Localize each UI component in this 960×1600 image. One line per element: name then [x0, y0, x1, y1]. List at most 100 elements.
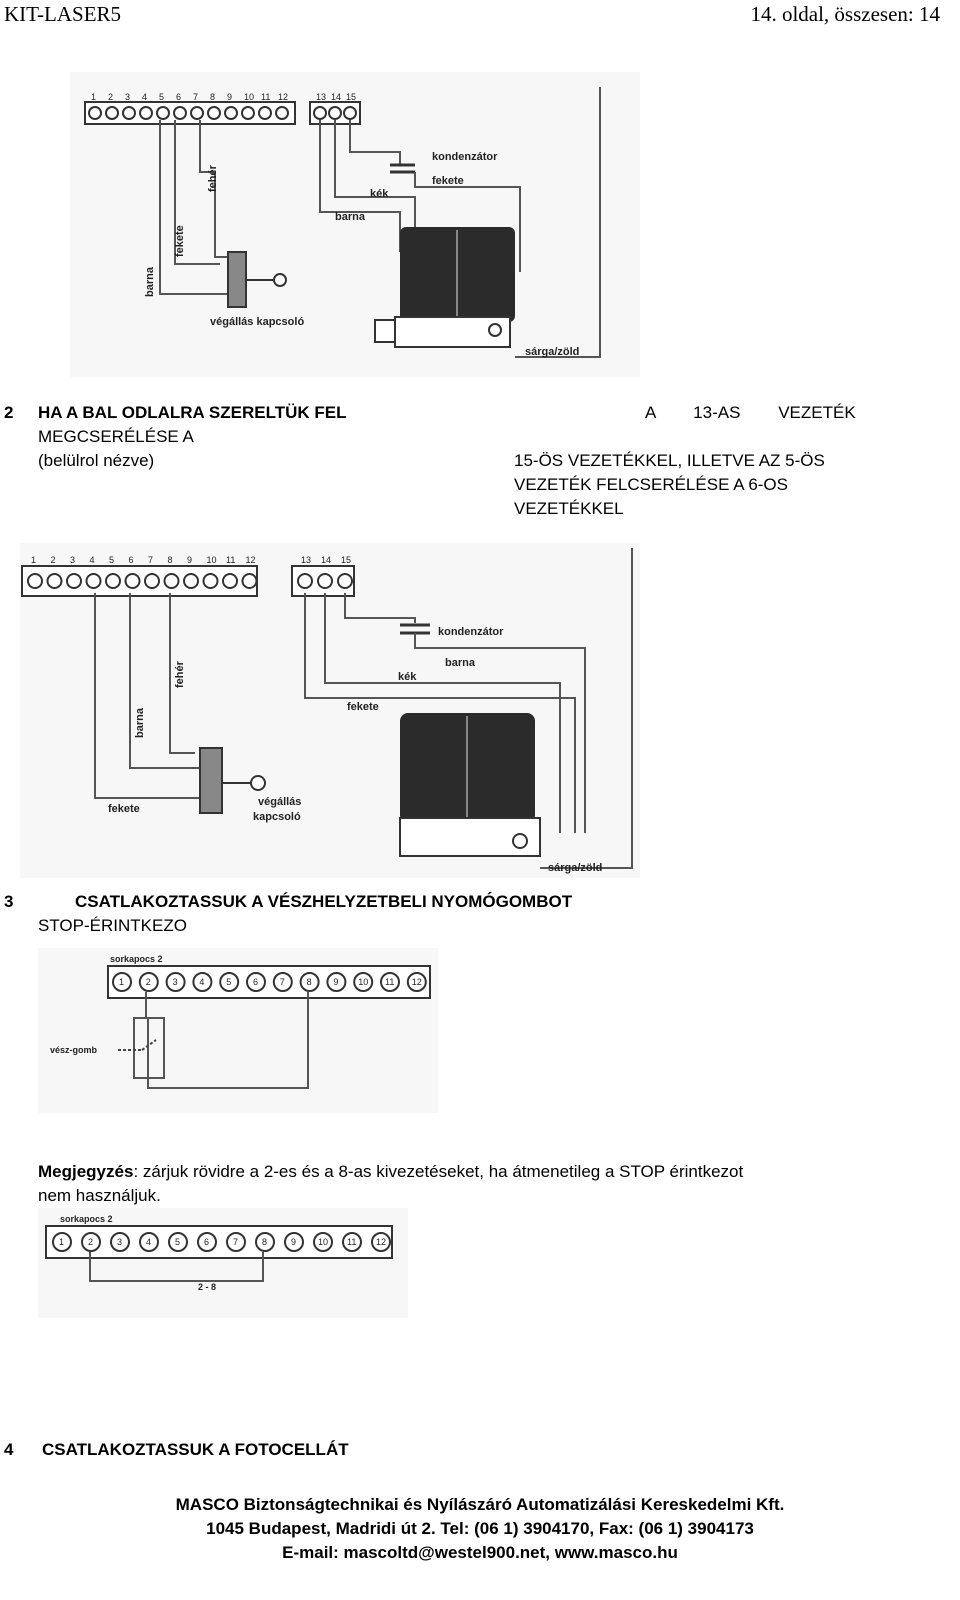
terminal-screw	[272, 972, 293, 992]
terminal-screw	[197, 1232, 217, 1252]
terminal-screw	[406, 972, 427, 992]
section-4-number: 4	[4, 1440, 14, 1459]
terminal-screw	[371, 1232, 391, 1252]
terminal-number: 5	[109, 555, 114, 565]
terminal-screw	[66, 573, 82, 589]
note-line-2: nem használjuk.	[38, 1186, 161, 1205]
terminal-number: 9	[333, 977, 338, 987]
terminal-number: 11	[226, 555, 235, 565]
page-counter: 14. oldal, összesen: 14	[750, 2, 940, 26]
section-4-title: CSATLAKOZTASSUK A FOTOCELLÁT	[42, 1440, 349, 1459]
terminal-screw	[297, 573, 313, 589]
terminal-number: 7	[280, 977, 285, 987]
terminal-screw	[226, 1232, 246, 1252]
terminal-screw	[328, 106, 342, 120]
terminal-number: 5	[159, 92, 164, 102]
terminal-screw	[81, 1232, 101, 1252]
terminal-screw	[183, 573, 199, 589]
terminal-screw	[380, 972, 400, 992]
footer-contact: E-mail: mascoltd@westel900.net, www.masc…	[282, 1543, 678, 1562]
terminal-number: 3	[173, 977, 178, 987]
terminal-screw	[27, 573, 43, 589]
terminal-number: 14	[331, 92, 341, 102]
label-kondenzator: kondenzátor	[432, 151, 498, 163]
terminal-number: 12	[412, 977, 422, 987]
terminal-screw	[241, 573, 258, 589]
terminal-number: 4	[90, 555, 95, 565]
terminal-number: 10	[244, 92, 254, 102]
terminal-screw	[275, 106, 289, 120]
footer-company: MASCO Biztonságtechnikai és Nyílászáró A…	[175, 1495, 785, 1514]
terminal-number: 3	[70, 555, 75, 565]
terminal-screw	[207, 106, 221, 120]
terminal-number: 7	[148, 555, 153, 565]
label-ground: sárga/zöld	[525, 346, 579, 358]
footer-address: 1045 Budapest, Madridi út 2. Tel: (06 1)…	[206, 1519, 754, 1538]
section-2-right-line1: A 13-AS VEZETÉK	[645, 403, 856, 422]
terminal-screw	[299, 972, 320, 992]
terminal-screw	[241, 106, 255, 120]
terminal-screw	[139, 106, 153, 120]
terminal-number: 1	[91, 92, 96, 102]
terminal-number: 5	[175, 1237, 180, 1247]
terminal-number: 12	[246, 555, 256, 565]
label-fekete-vertical: fekete	[174, 225, 186, 257]
terminal-screw	[165, 972, 186, 992]
terminal-screw	[224, 106, 238, 120]
terminal-number: 11	[347, 1237, 356, 1247]
terminal-number: 12	[278, 92, 288, 102]
terminal-screw	[144, 573, 160, 589]
label-barna: barna	[335, 211, 366, 223]
note-label: Megjegyzés	[38, 1162, 134, 1181]
limit-switch	[227, 251, 247, 308]
label-barna: barna	[445, 657, 476, 669]
terminal-number: 12	[376, 1237, 386, 1247]
terminal-number: 1	[31, 555, 36, 565]
terminal-number: 2	[88, 1237, 93, 1247]
label-fekete-bottom: fekete	[108, 803, 140, 815]
terminal-screw	[284, 1232, 304, 1252]
label-switch-2: kapcsoló	[253, 811, 301, 823]
section-3-title: CSATLAKOZTASSUK A VÉSZHELYZETBELI NYOMÓG…	[75, 892, 573, 911]
terminal-screw	[190, 106, 204, 120]
label-kondenzator: kondenzátor	[438, 626, 504, 638]
terminal-number: 11	[385, 977, 394, 987]
terminal-number: 1	[119, 977, 124, 987]
terminal-number: 15	[341, 555, 351, 565]
terminal-number: 5	[226, 977, 231, 987]
label-feher: fehér	[207, 164, 219, 192]
label-barna-vertical: barna	[134, 707, 146, 738]
label-barna-vertical: barna	[144, 266, 156, 297]
terminal-screw	[46, 573, 63, 589]
terminal-screw	[326, 972, 347, 992]
terminal-label: sorkapocs 2	[60, 1214, 113, 1224]
section-2-right-block-3: VEZETÉKKEL	[514, 499, 624, 518]
terminal-number: 15	[346, 92, 356, 102]
terminal-number: 3	[117, 1237, 122, 1247]
terminal-block	[107, 965, 431, 999]
terminal-screw	[163, 573, 180, 589]
terminal-screw	[192, 972, 213, 992]
section-2-line2: MEGCSERÉLÉSE A	[38, 427, 194, 446]
label-kek: kék	[398, 671, 417, 683]
terminal-number: 13	[316, 92, 326, 102]
terminal-number: 6	[253, 977, 258, 987]
terminal-number: 7	[193, 92, 198, 102]
terminal-number: 13	[301, 555, 311, 565]
section-2-right-block-2: VEZETÉK FELCSERÉLÉSE A 6-OS	[514, 475, 788, 494]
terminal-screw	[122, 106, 136, 120]
label-emergency-button: vész-gomb	[50, 1045, 98, 1055]
terminal-screw	[317, 573, 333, 589]
label-fekete: fekete	[432, 175, 464, 187]
terminal-label: sorkapocs 2	[110, 954, 163, 964]
terminal-number: 11	[261, 92, 270, 102]
terminal-screw	[52, 1232, 72, 1252]
terminal-screw	[105, 106, 119, 120]
label-switch: végállás kapcsoló	[210, 316, 304, 328]
terminal-number: 2	[146, 977, 151, 987]
terminal-screw	[219, 972, 240, 992]
section-2-number: 2	[4, 403, 14, 422]
